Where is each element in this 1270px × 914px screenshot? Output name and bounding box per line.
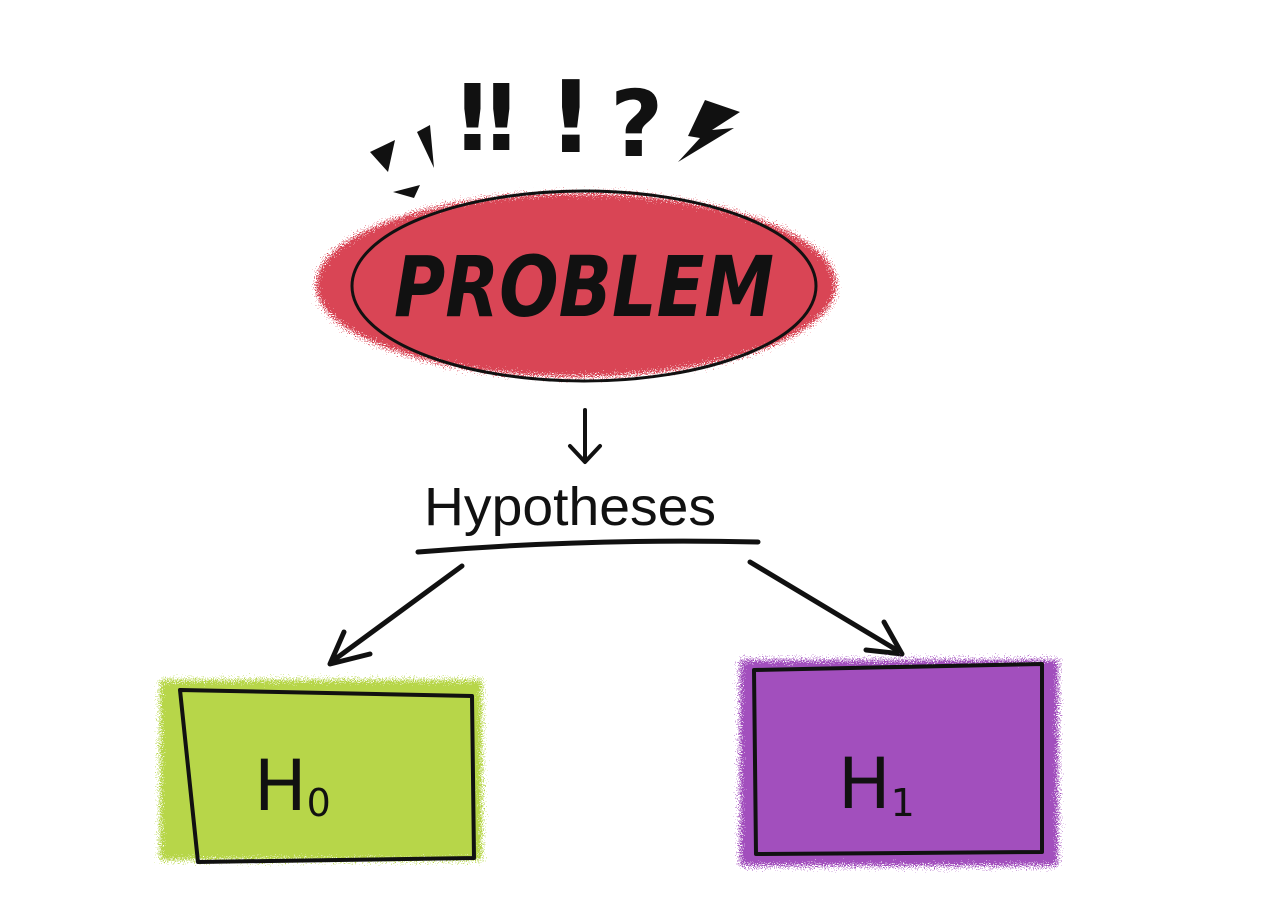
h1-box-outline	[752, 662, 1044, 856]
h1-subscript: 1	[891, 781, 915, 825]
h1-color-scribble	[740, 660, 1058, 866]
h0-node: H0	[160, 680, 482, 864]
arrow-to-h1	[747, 559, 905, 657]
problem-ellipse-outline	[350, 189, 818, 383]
lightning-mark-right	[678, 100, 740, 162]
hypotheses-header: Hypotheses	[415, 477, 761, 555]
h0-box-outline	[178, 688, 476, 864]
arrow-to-h0	[327, 563, 465, 667]
spark-mark-left-1	[370, 140, 395, 172]
h1-node: H1	[740, 660, 1058, 866]
spark-mark-left-3	[393, 185, 420, 198]
exclamation-symbol: !	[548, 59, 594, 176]
problem-color-scribble	[316, 193, 836, 377]
h1-label: H1	[838, 743, 915, 825]
h0-color-scribble	[160, 680, 482, 860]
problem-label: PROBLEM	[394, 238, 774, 336]
h0-subscript: 0	[307, 781, 331, 825]
problem-node: PROBLEM	[316, 189, 836, 383]
h0-letter: H	[254, 745, 307, 827]
hypotheses-underline	[415, 538, 761, 555]
double-exclamation-symbol: ‼	[458, 65, 516, 172]
spark-mark-left-2	[417, 125, 434, 168]
question-symbol: ?	[610, 71, 663, 178]
h0-label: H0	[254, 745, 331, 827]
h1-letter: H	[838, 743, 891, 825]
hypotheses-label: Hypotheses	[424, 477, 716, 537]
exclamation-symbols: ‼ ! ?	[370, 59, 740, 198]
arrow-problem-to-hypotheses	[568, 408, 602, 464]
